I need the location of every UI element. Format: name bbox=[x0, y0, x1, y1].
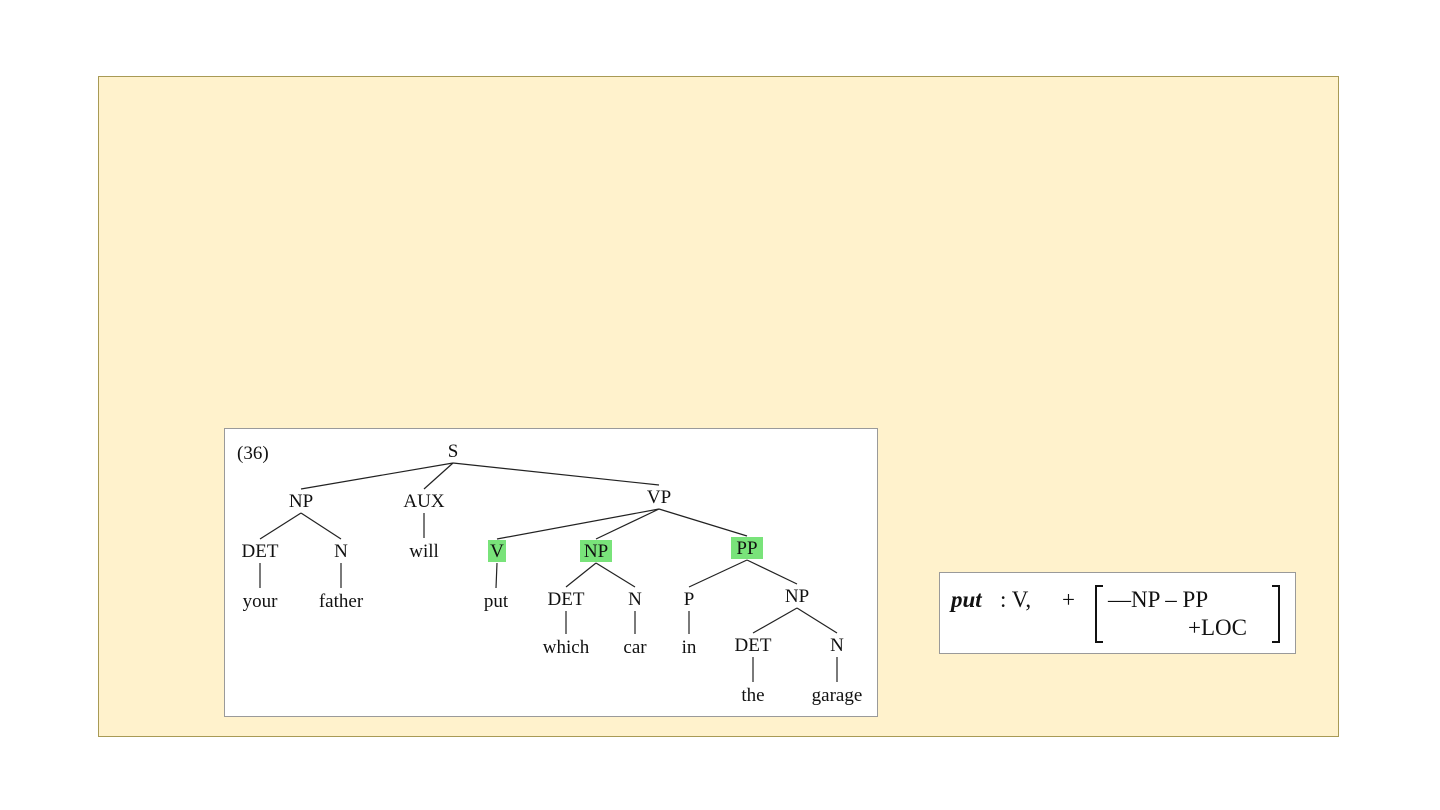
tree-node-car: car bbox=[623, 637, 647, 658]
lexical-entry-panel: put : V, + —NP – PP +LOC bbox=[939, 572, 1296, 654]
tree-node-n1: N bbox=[334, 541, 348, 562]
tree-node-label: NP bbox=[785, 586, 809, 607]
tree-edge-v-put bbox=[495, 562, 498, 589]
tree-node-label: P bbox=[684, 589, 695, 610]
entry-word: put bbox=[951, 587, 982, 612]
tree-node-v: V bbox=[488, 540, 506, 562]
tree-edge-vp-np2 bbox=[595, 508, 660, 540]
tree-node-label: NP bbox=[584, 541, 608, 562]
tree-node-garage: garage bbox=[812, 685, 863, 706]
tree-node-pp: PP bbox=[731, 537, 763, 559]
tree-node-label: DET bbox=[735, 635, 772, 656]
tree-node-label: your bbox=[243, 591, 279, 612]
tree-node-np1: NP bbox=[289, 491, 313, 512]
tree-edge-vp-pp bbox=[658, 508, 748, 537]
tree-node-np3: NP bbox=[785, 586, 809, 607]
tree-node-label: N bbox=[830, 635, 844, 656]
tree-node-the: the bbox=[741, 685, 764, 706]
tree-edge-s-aux bbox=[423, 462, 454, 490]
tree-node-label: AUX bbox=[403, 491, 444, 512]
tree-node-aux: AUX bbox=[403, 491, 444, 512]
entry-plus: + bbox=[1062, 587, 1075, 612]
tree-edge-np1-n1 bbox=[300, 512, 342, 540]
tree-node-np2: NP bbox=[580, 540, 612, 562]
tree-edge-np1-det1 bbox=[259, 512, 302, 540]
tree-node-label: PP bbox=[736, 538, 757, 559]
left-bracket bbox=[1095, 585, 1103, 643]
tree-edge-np3-n3 bbox=[796, 607, 838, 634]
highlight-box bbox=[731, 537, 763, 559]
tree-node-label: car bbox=[623, 637, 647, 658]
example-number: (36) bbox=[237, 443, 269, 464]
right-bracket bbox=[1272, 585, 1280, 643]
tree-node-det1: DET bbox=[242, 541, 279, 562]
highlight-box bbox=[488, 540, 506, 562]
tree-node-label: DET bbox=[548, 589, 585, 610]
tree-node-label: NP bbox=[289, 491, 313, 512]
tree-node-p: P bbox=[684, 589, 695, 610]
tree-node-which: which bbox=[543, 637, 590, 658]
tree-node-s: S bbox=[448, 441, 459, 462]
tree-node-label: in bbox=[682, 637, 697, 658]
locative-feature: +LOC bbox=[1188, 615, 1247, 640]
tree-node-label: S bbox=[448, 441, 459, 462]
tree-node-label: V bbox=[490, 541, 504, 562]
tree-node-det3: DET bbox=[735, 635, 772, 656]
tree-edge-np2-det2 bbox=[565, 562, 597, 588]
entry-category: : V, bbox=[1000, 587, 1032, 612]
tree-edge-vp-v bbox=[496, 508, 660, 540]
tree-node-vp: VP bbox=[647, 487, 671, 508]
tree-node-label: which bbox=[543, 637, 590, 658]
tree-node-in: in bbox=[682, 637, 697, 658]
tree-node-label: N bbox=[628, 589, 642, 610]
tree-node-label: DET bbox=[242, 541, 279, 562]
tree-node-label: the bbox=[741, 685, 764, 706]
tree-node-label: garage bbox=[812, 685, 863, 706]
tree-node-put: put bbox=[484, 591, 509, 612]
tree-node-n3: N bbox=[830, 635, 844, 656]
tree-edge-pp-np3 bbox=[746, 559, 798, 585]
tree-node-your: your bbox=[243, 591, 279, 612]
tree-node-det2: DET bbox=[548, 589, 585, 610]
tree-edge-s-np1 bbox=[300, 462, 454, 490]
tree-node-label: VP bbox=[647, 487, 671, 508]
tree-node-label: N bbox=[334, 541, 348, 562]
subcategorization-frame: —NP – PP bbox=[1108, 587, 1209, 612]
tree-edge-np2-n2 bbox=[595, 562, 636, 588]
tree-node-will: will bbox=[409, 541, 439, 562]
tree-edge-pp-p bbox=[688, 559, 748, 588]
tree-edge-np3-det3 bbox=[752, 607, 798, 634]
tree-node-father: father bbox=[319, 591, 364, 612]
tree-node-n2: N bbox=[628, 589, 642, 610]
tree-node-label: put bbox=[484, 591, 509, 612]
tree-node-label: father bbox=[319, 591, 364, 612]
tree-edge-s-vp bbox=[452, 462, 660, 486]
highlight-box bbox=[580, 540, 612, 562]
tree-node-label: will bbox=[409, 541, 439, 562]
